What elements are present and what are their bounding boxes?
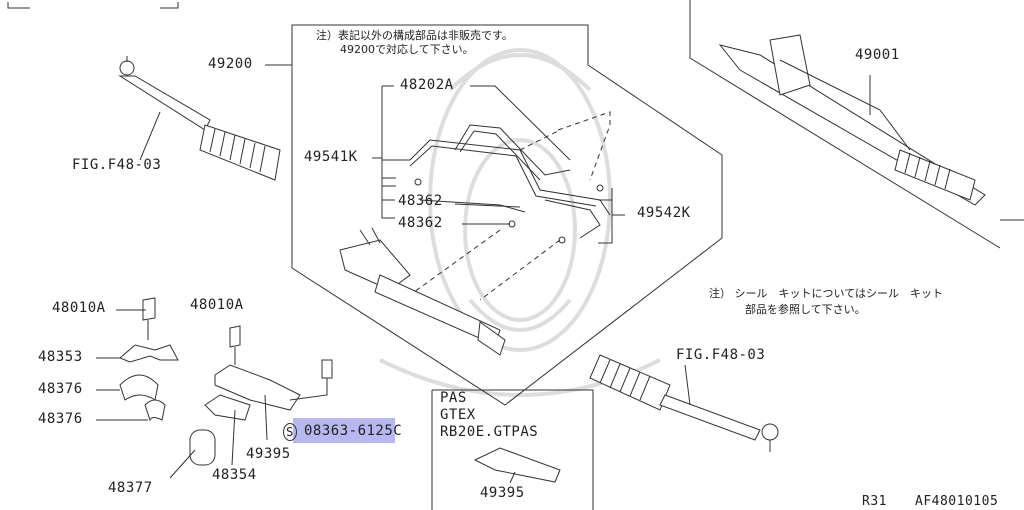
inset-frame <box>432 389 594 510</box>
leader-49395-inset <box>509 471 516 484</box>
fig-ref-right[interactable]: FIG.F48-03 <box>676 347 766 363</box>
part-label-48202A[interactable]: 48202A <box>400 77 454 93</box>
bracket-49542K <box>598 188 625 244</box>
part-label-48353[interactable]: 48353 <box>38 349 83 365</box>
part-label-49395[interactable]: 49395 <box>246 446 291 462</box>
part-label-48354[interactable]: 48354 <box>212 467 257 483</box>
leader-48354 <box>231 409 236 466</box>
note-main-line2: 49200で対応して下さい。 <box>340 43 474 56</box>
part-label-48377[interactable]: 48377 <box>108 480 153 496</box>
part-label-49395-inset[interactable]: 49395 <box>480 485 525 501</box>
rack-body <box>339 227 506 356</box>
inset-line-gtex: GTEX <box>440 407 476 423</box>
fig-ref-left[interactable]: FIG.F48-03 <box>72 157 162 173</box>
hydraulic-pipes <box>409 111 611 301</box>
part-label-08363-6125C[interactable]: 08363-6125C <box>304 423 403 439</box>
part-label-49001[interactable]: 49001 <box>855 47 900 63</box>
note-seal-line1: 注） シール キットについてはシール キット <box>709 287 943 300</box>
note-main-line1: 注）表記以外の構成部品は非販売です。 <box>316 29 513 42</box>
steering-gear-assembly <box>718 34 986 206</box>
bracket-ticks <box>382 85 410 201</box>
leader-48202A <box>470 85 571 161</box>
tie-rod-left <box>118 56 281 181</box>
tie-rod-right <box>589 354 779 452</box>
part-label-49541K[interactable]: 49541K <box>304 149 358 165</box>
footer-code: AF48010105 <box>915 494 999 509</box>
main-frame <box>291 24 723 406</box>
part-label-48010A-mid[interactable]: 48010A <box>190 297 244 313</box>
top-bracket <box>7 2 179 9</box>
part-label-48376-lower[interactable]: 48376 <box>38 411 83 427</box>
part-symbol-s: S <box>283 423 297 441</box>
part-label-49542K[interactable]: 49542K <box>637 205 691 221</box>
part-label-49200[interactable]: 49200 <box>208 56 253 72</box>
leader-48377 <box>169 449 196 479</box>
part-label-48376-upper[interactable]: 48376 <box>38 381 83 397</box>
inset-part <box>473 447 561 483</box>
part-label-48362-upper[interactable]: 48362 <box>398 193 443 209</box>
bracket-49541K <box>381 86 395 219</box>
assembly-frame-right <box>689 0 1001 249</box>
highlighted-part-box <box>293 418 395 443</box>
inset-line-pas: PAS <box>440 390 467 406</box>
part-label-48010A-left[interactable]: 48010A <box>52 300 106 316</box>
mount-parts <box>119 297 333 466</box>
leader-48362 <box>454 203 521 225</box>
note-seal-line2: 部品を参照して下さい。 <box>745 303 866 316</box>
leader-49395 <box>264 394 268 441</box>
footer-model: R31 <box>862 494 887 509</box>
part-label-48362-lower[interactable]: 48362 <box>398 215 443 231</box>
inset-line-rb20e: RB20E.GTPAS <box>440 424 539 440</box>
